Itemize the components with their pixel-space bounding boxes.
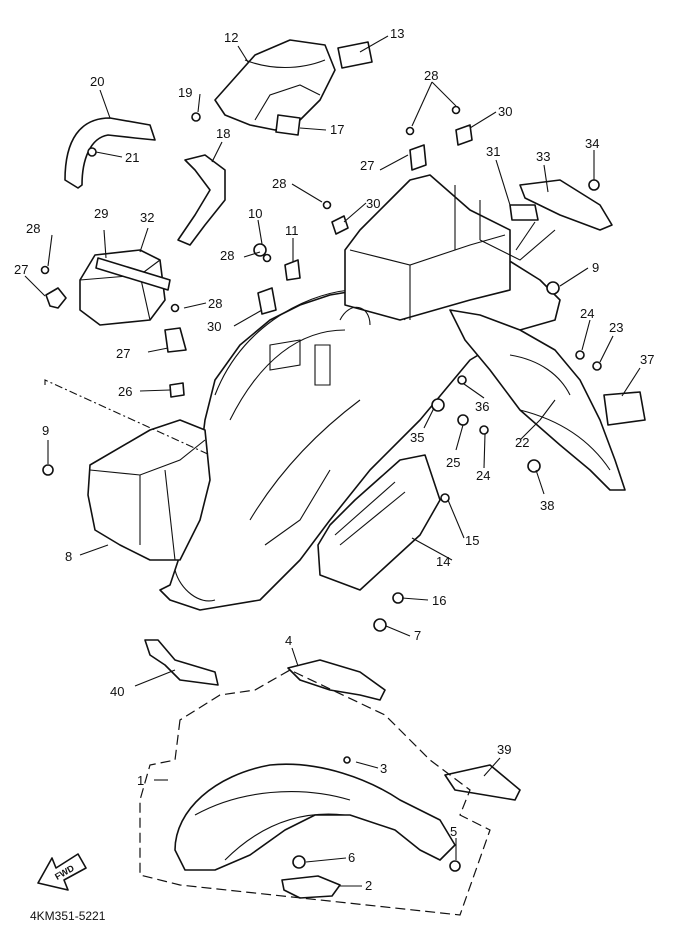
stay-40: [144, 639, 219, 686]
callout-3: 3: [380, 761, 387, 776]
emblem-17: [275, 114, 301, 136]
callout-25: 25: [446, 455, 460, 470]
bracket-18: [177, 154, 226, 246]
callout-29: 29: [94, 206, 108, 221]
callout-28-left: 28: [26, 221, 40, 236]
callout-18: 18: [216, 126, 230, 141]
reference-code: 4KM351-5221: [30, 909, 106, 923]
hardware: [40, 105, 602, 872]
pad-31: [509, 204, 539, 221]
stay-39: [444, 764, 521, 801]
callout-12: 12: [224, 30, 238, 45]
callout-32: 32: [140, 210, 154, 225]
rear-mudguard: [449, 309, 626, 491]
callout-8: 8: [65, 549, 72, 564]
callout-9-left: 9: [42, 423, 49, 438]
callout-34: 34: [585, 136, 599, 151]
callout-14: 14: [436, 554, 450, 569]
band-29: [95, 257, 171, 291]
callout-20: 20: [90, 74, 104, 89]
callout-13: 13: [390, 26, 404, 41]
callout-37: 37: [640, 352, 654, 367]
battery-32: [79, 249, 166, 326]
bracket-33: [519, 179, 613, 231]
callout-24-lower: 24: [476, 468, 490, 483]
callout-28-lower: 28: [208, 296, 222, 311]
callout-28-middle: 28: [220, 248, 234, 263]
callout-33: 33: [536, 149, 550, 164]
callout-27-middle: 27: [116, 346, 130, 361]
reflector-37: [603, 391, 646, 426]
callout-36: 36: [475, 399, 489, 414]
callout-28-center: 28: [272, 176, 286, 191]
callout-10: 10: [248, 206, 262, 221]
emblem-13: [337, 41, 373, 69]
callout-22: 22: [515, 435, 529, 450]
callout-27-upper: 27: [360, 158, 374, 173]
assembly-outline: [139, 669, 491, 916]
callout-39: 39: [497, 742, 511, 757]
callout-17: 17: [330, 122, 344, 137]
callout-26: 26: [118, 384, 132, 399]
callout-19: 19: [178, 85, 192, 100]
callout-16: 16: [432, 593, 446, 608]
leader-lines: [24, 35, 641, 887]
callout-35: 35: [410, 430, 424, 445]
callout-23: 23: [609, 320, 623, 335]
plate-2: [281, 875, 341, 899]
rear-fender-body: [87, 174, 561, 611]
callout-11: 11: [285, 223, 299, 238]
callout-27-left: 27: [14, 262, 28, 277]
front-fender: [174, 763, 456, 871]
fwd-arrow-icon: FWD: [37, 853, 87, 891]
callout-24-upper: 24: [580, 306, 594, 321]
callout-40: 40: [110, 684, 124, 699]
callout-5: 5: [450, 824, 457, 839]
callout-28-upper: 28: [424, 68, 438, 83]
callout-30-middle: 30: [366, 196, 380, 211]
side-cover: [317, 454, 441, 591]
front-bracket-4: [287, 659, 386, 701]
callout-6: 6: [348, 850, 355, 865]
callout-numbers: 1 2 3 4 5 6 7 8 9 9 10 11 12 13 14 15 16…: [14, 26, 654, 893]
callout-7: 7: [414, 628, 421, 643]
tail-cover: [214, 39, 336, 131]
callout-30-lower: 30: [207, 319, 221, 334]
callout-21: 21: [125, 150, 139, 165]
callout-38: 38: [540, 498, 554, 513]
callout-2: 2: [365, 878, 372, 893]
grab-bar: [64, 117, 156, 189]
callout-31: 31: [486, 144, 500, 159]
leader-dashdot: [44, 379, 211, 456]
callout-9-right: 9: [592, 260, 599, 275]
callout-30-upper: 30: [498, 104, 512, 119]
callout-1: 1: [137, 773, 144, 788]
callout-15: 15: [465, 533, 479, 548]
callout-4: 4: [285, 633, 292, 648]
